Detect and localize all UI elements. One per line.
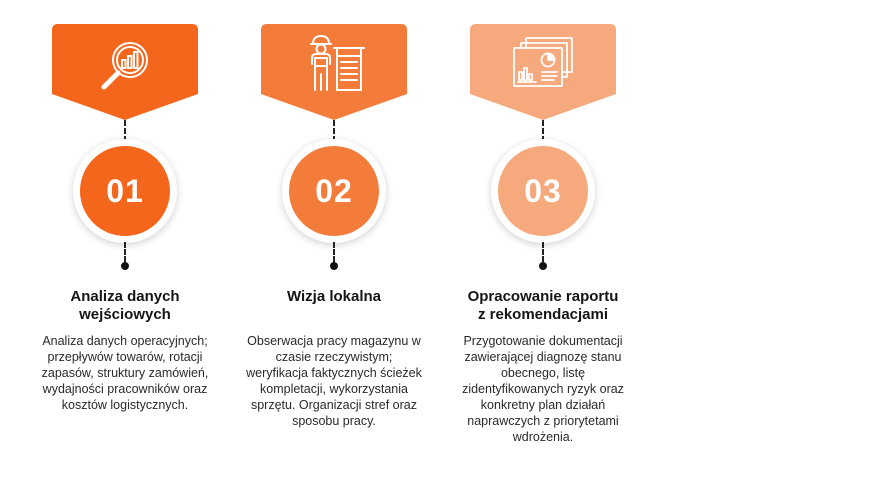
step-title-line-1: Analiza danych xyxy=(70,288,180,305)
connector-dot xyxy=(330,262,338,270)
step-banner xyxy=(261,24,407,120)
step-number-badge: 03 xyxy=(491,139,595,243)
connector-dot xyxy=(121,262,129,270)
step-number: 01 xyxy=(80,146,170,236)
report-slides-icon xyxy=(513,37,573,87)
step-description: Analiza danych operacyjnych; przepływów … xyxy=(41,334,209,412)
connector-line-top xyxy=(333,120,335,142)
process-step-3: 03 Opracowanie raportu z rekomendacjami … xyxy=(443,0,643,501)
process-step-1: 01 Analiza danych wejściowych Analiza da… xyxy=(25,0,225,501)
connector-line-bottom xyxy=(333,242,335,262)
worker-rack-icon xyxy=(310,35,365,91)
step-title-line-2: z rekomendacjami xyxy=(477,306,609,323)
step-title-line-2: wejściowych xyxy=(79,306,171,323)
step-title-line-1: Opracowanie raportu xyxy=(467,288,619,305)
connector-line-bottom xyxy=(542,242,544,262)
step-banner xyxy=(470,24,616,120)
connector-line-top xyxy=(124,120,126,142)
step-title: Opracowanie raportu z rekomendacjami xyxy=(443,288,643,324)
connector-line-bottom xyxy=(124,242,126,262)
magnifier-chart-icon xyxy=(101,42,148,90)
step-number: 02 xyxy=(289,146,379,236)
process-step-2: 02 Wizja lokalna Obserwacja pracy magazy… xyxy=(234,0,434,501)
step-description: Obserwacja pracy magazynu w czasie rzecz… xyxy=(246,334,422,428)
step-title: Wizja lokalna xyxy=(234,288,434,306)
step-title-line-1: Wizja lokalna xyxy=(286,288,382,305)
step-number-badge: 01 xyxy=(73,139,177,243)
step-description: Przygotowanie dokumentacji zawierającej … xyxy=(462,334,624,444)
banner-shape xyxy=(261,24,407,120)
step-number-badge: 02 xyxy=(282,139,386,243)
step-banner xyxy=(52,24,198,120)
step-title: Analiza danych wejściowych xyxy=(25,288,225,324)
connector-line-top xyxy=(542,120,544,142)
connector-dot xyxy=(539,262,547,270)
step-number: 03 xyxy=(498,146,588,236)
